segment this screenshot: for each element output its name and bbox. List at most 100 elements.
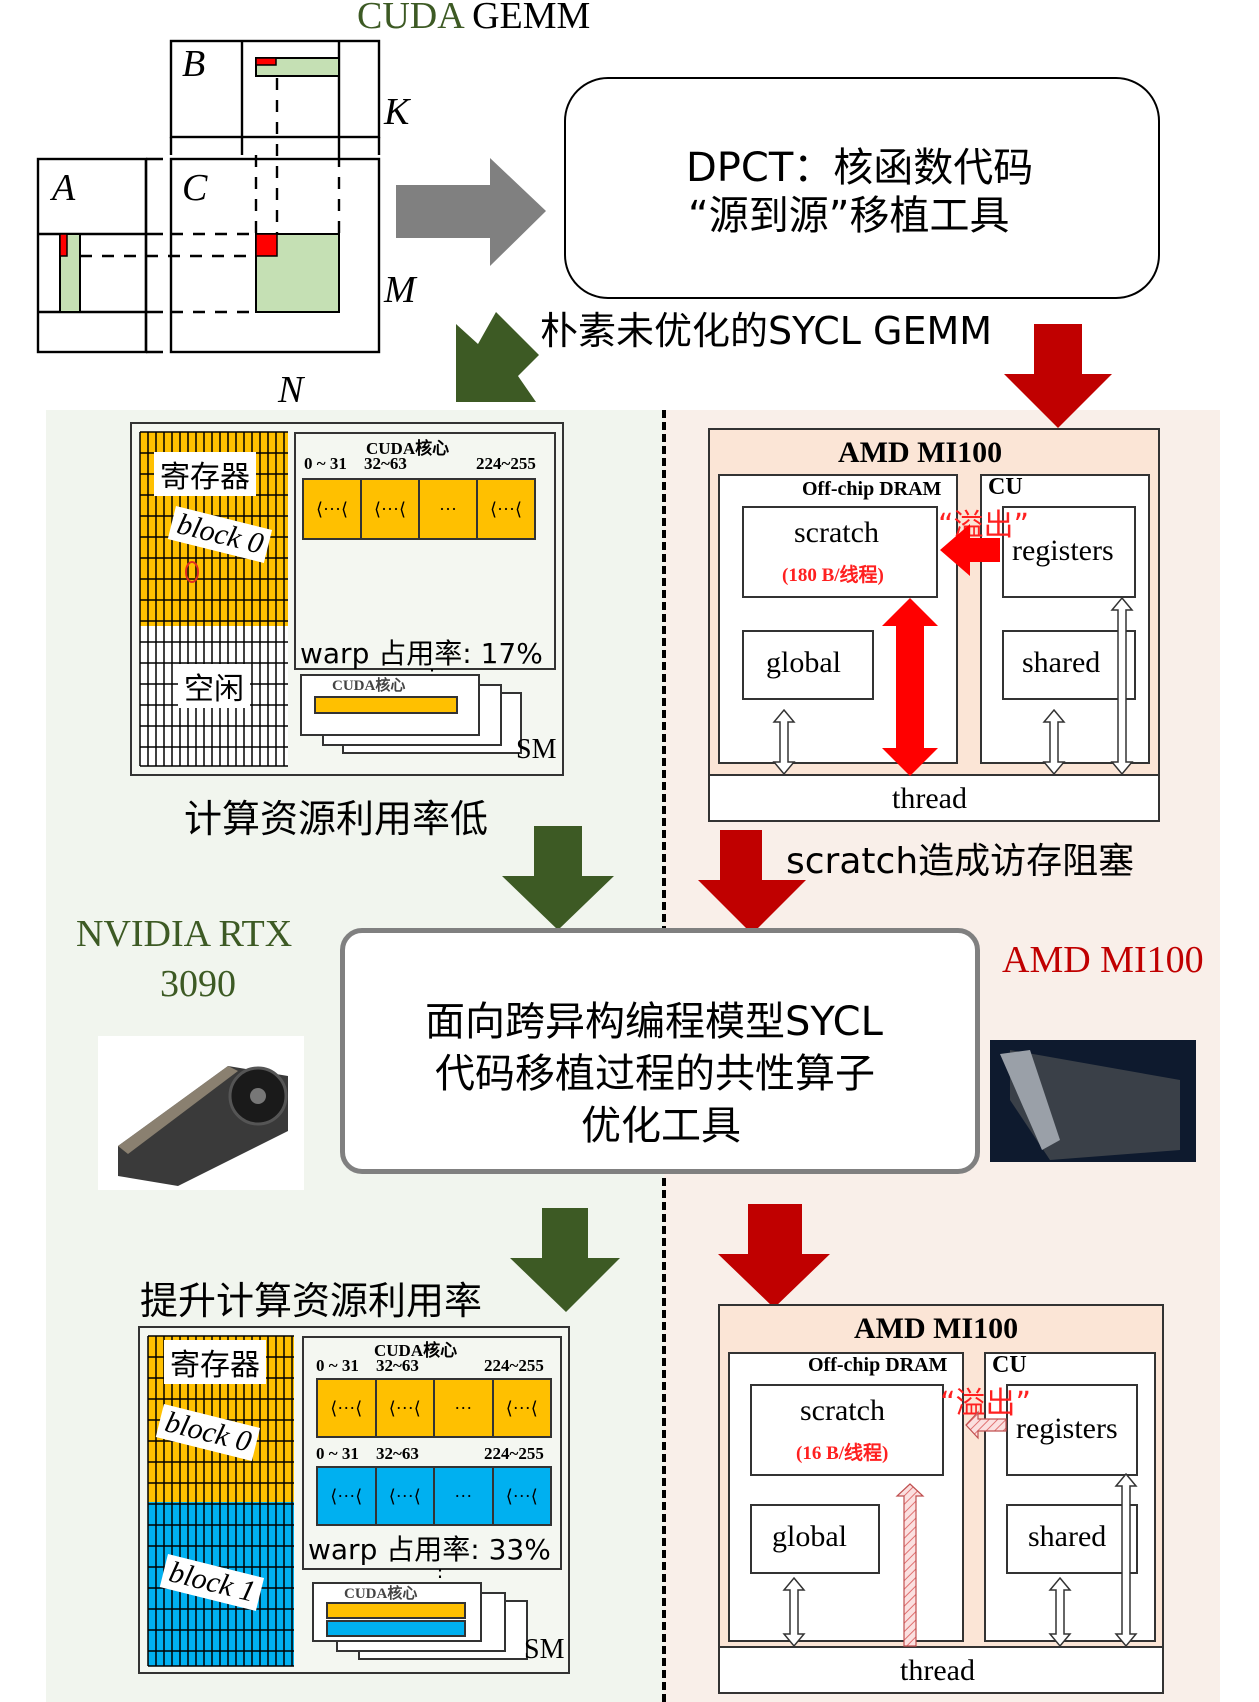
warp-cell: ··· [420, 478, 478, 540]
red-down-arrow-icon [698, 830, 806, 934]
sm-cores-title: CUDA核心 [332, 678, 406, 694]
range-0-31: 0 ~ 31 [316, 1356, 359, 1375]
global-box: global [742, 630, 874, 700]
red-down-arrow-icon [1004, 324, 1112, 428]
matrix-c-label: C [182, 167, 208, 209]
low-utilization-caption: 计算资源利用率低 [184, 797, 489, 841]
shared-thread-arrow-icon [1048, 1576, 1072, 1648]
amd-mi100-optimized: AMD MI100 Off-chip DRAM scratch (16 B/线程… [718, 1304, 1164, 1694]
range-32-63: 32~63 [364, 454, 407, 473]
range-224-255-b: 224~255 [484, 1444, 544, 1463]
register-file-grid: 寄存器 block 0 空闲 [139, 431, 288, 767]
scratch-box: scratch (16 B/线程) [750, 1384, 944, 1476]
range-0-31-b: 0 ~ 31 [316, 1444, 359, 1463]
nvidia-device-name-line2: 3090 [160, 963, 236, 1005]
rtx3090-image [98, 1036, 304, 1190]
scratch-box: scratch (180 B/线程) [742, 506, 938, 598]
warp-cell: ⟨···⟨ [493, 1378, 552, 1438]
warp-cell: ··· [435, 1466, 494, 1526]
registers-thread-arrow-icon [1110, 596, 1134, 776]
warp-row-orange: ⟨···⟨ ⟨···⟨ ··· ⟨···⟨ [316, 1378, 552, 1438]
spill-label: “溢出” [938, 508, 1030, 543]
global-thread-arrow-icon [772, 708, 796, 776]
amd-device-name: AMD MI100 [1002, 939, 1204, 981]
dim-k-label: K [384, 91, 410, 133]
warp-cell: ⟨···⟨ [376, 1378, 435, 1438]
amd-arrows [782, 1410, 1138, 1648]
shared-thread-arrow-icon [1042, 708, 1066, 776]
warp-cell: ··· [435, 1378, 494, 1438]
gpu-card-icon [118, 1066, 288, 1186]
cuda-cores-title: CUDA核心 [374, 1341, 458, 1360]
dpct-tool-box: DPCT：核函数代码 “源到源”移植工具 [564, 77, 1160, 299]
green-down-arrow-icon [510, 1208, 620, 1312]
scratch-thread-arrow-icon [882, 598, 938, 776]
tool-line1: 面向跨异构编程模型SYCL [425, 999, 883, 1045]
dram-label: Off-chip DRAM [808, 1354, 948, 1376]
nvidia-sm-naive: 寄存器 block 0 空闲 CUDA核心 0 ~ 31 32~63 224~2… [130, 422, 564, 776]
warp-occupancy-label: warp 占用率: 17% [300, 637, 543, 670]
sm-warp-row-blue [326, 1620, 466, 1637]
cuda-cores-title: CUDA核心 [366, 439, 450, 458]
mi100-image [990, 1040, 1196, 1162]
thread-label: thread [900, 1654, 975, 1687]
tool-line3: 优化工具 [581, 1103, 741, 1149]
cu-label: CU [988, 474, 1023, 500]
registers-label: registers [1016, 1412, 1118, 1445]
green-diagonal-arrow-icon [456, 312, 539, 402]
dim-n-label: N [278, 369, 304, 411]
registers-thread-arrow-icon [1114, 1472, 1138, 1648]
gemm-matrix-drawing [36, 39, 381, 354]
warp-cell: ⟨···⟨ [316, 1378, 377, 1438]
tool-line2: 代码移植过程的共性算子 [435, 1051, 875, 1097]
shared-box: shared [1006, 1504, 1138, 1574]
sm-label: SM [516, 734, 557, 765]
register-file-grid: 寄存器 block 0 block 1 [147, 1335, 294, 1667]
warp-cell: ⟨···⟨ [316, 1466, 377, 1526]
register-label: 寄存器 [164, 1340, 266, 1384]
range-224-255: 224~255 [476, 454, 536, 473]
warp-occupancy-label: warp 占用率: 33% [308, 1533, 551, 1566]
registers-box: registers [1006, 1384, 1138, 1476]
register-grid-cells [147, 1335, 294, 1667]
matrix-b-label: B [182, 43, 206, 85]
range-32-63: 32~63 [376, 1356, 419, 1375]
improve-utilization-caption: 提升计算资源利用率 [140, 1279, 483, 1323]
scratch-blocking-caption: scratch造成访存阻塞 [786, 841, 1135, 882]
red-down-arrow-icon [718, 1204, 830, 1308]
scratch-thread-arrow-icon [895, 1483, 925, 1647]
warp-cell: ⟨···⟨ [478, 478, 536, 540]
warp-cell: ⟨···⟨ [362, 478, 420, 540]
scratch-label: scratch [794, 516, 879, 549]
dram-region: Off-chip DRAM scratch (16 B/线程) global [728, 1352, 964, 1642]
thread-bar: thread [718, 1646, 1164, 1694]
dpct-line2: “源到源”移植工具 [688, 193, 1010, 239]
accelerator-card-icon [1000, 1050, 1180, 1160]
global-thread-arrow-icon [782, 1576, 806, 1648]
gray-right-arrow-icon [396, 158, 546, 266]
scratch-size-label: (180 B/线程) [782, 565, 884, 586]
warp-row-blue: ⟨···⟨ ⟨···⟨ ··· ⟨···⟨ [316, 1466, 552, 1526]
registers-label: registers [1012, 534, 1114, 567]
amd-title: AMD MI100 [838, 436, 1003, 469]
warp-cell: ⟨···⟨ [376, 1466, 435, 1526]
sm-label: SM [524, 1634, 565, 1665]
spill-arrow-icon [965, 1410, 1007, 1440]
shared-label: shared [1028, 1520, 1107, 1553]
global-box: global [750, 1504, 880, 1574]
dim-m-label: M [384, 269, 416, 311]
amd-arrows [772, 524, 1134, 776]
sm-warp-row [314, 696, 458, 714]
cu-label: CU [992, 1352, 1027, 1378]
thread-label: thread [892, 782, 967, 815]
scratch-size-label: (16 B/线程) [796, 1443, 889, 1464]
nvidia-device-name-line1: NVIDIA RTX [76, 913, 293, 955]
dram-label: Off-chip DRAM [802, 478, 942, 500]
warp-row-orange: ⟨···⟨ ⟨···⟨ ··· ⟨···⟨ [302, 478, 536, 540]
shared-label: shared [1022, 646, 1101, 679]
range-32-63-b: 32~63 [376, 1444, 419, 1463]
sm-stack-front: CUDA核心 [312, 1582, 482, 1642]
nvidia-sm-optimized: 寄存器 block 0 block 1 CUDA核心 0 ~ 31 32~63 … [138, 1326, 570, 1674]
warp-cell: ⟨···⟨ [302, 478, 362, 540]
idle-label: 空闲 [178, 664, 250, 708]
